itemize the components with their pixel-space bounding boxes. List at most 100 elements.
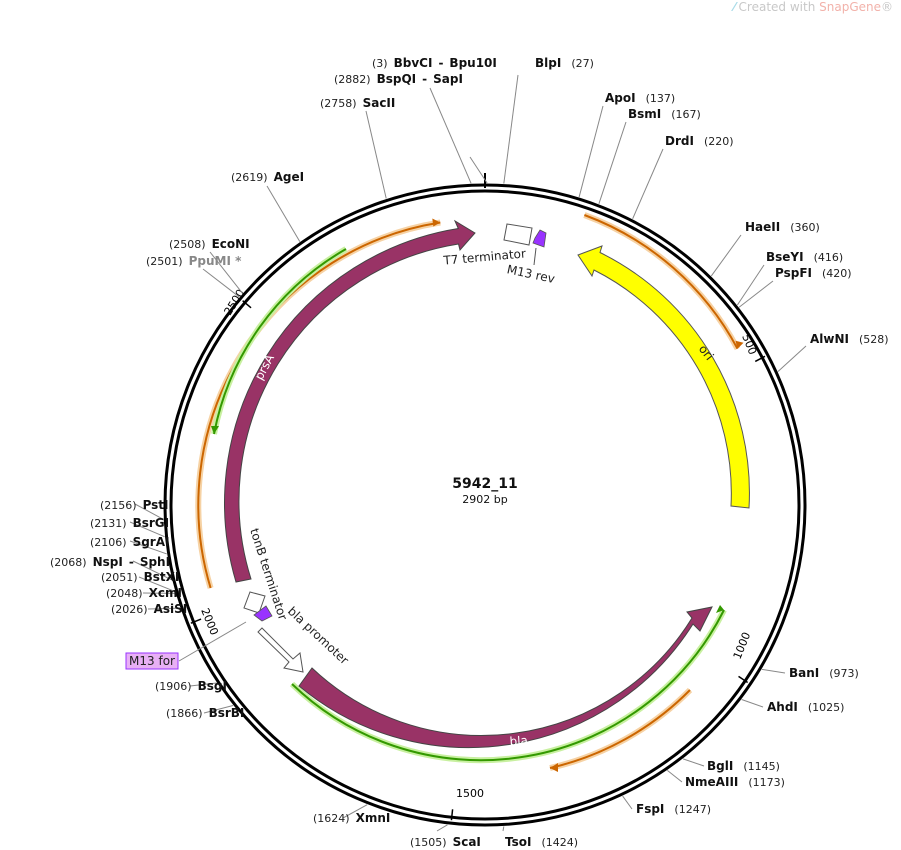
site-label-bgli[interactable]: BglI(1145) <box>707 759 780 773</box>
site-text: (1173) <box>748 776 785 789</box>
site-text: SgrAI <box>133 535 170 549</box>
site-label-bsgi[interactable]: (1906)BsgI <box>155 679 227 693</box>
site-text: BlpI <box>535 56 561 70</box>
site-text: BsrBI <box>209 706 245 720</box>
orf-arc-right-core <box>584 214 739 350</box>
site-text: (420) <box>822 267 852 280</box>
site-text: BanI <box>789 666 819 680</box>
site-leader-bspqi <box>429 87 472 184</box>
feature-m13-for[interactable] <box>253 605 273 622</box>
site-text: (2882) <box>334 73 371 86</box>
site-label-bseyi[interactable]: BseYI(416) <box>766 250 843 264</box>
feature-prsa[interactable] <box>224 219 476 583</box>
site-text: EcoNI <box>212 237 250 251</box>
site-text: (2758) <box>320 97 357 110</box>
site-text: NmeAIII <box>685 775 738 789</box>
site-text: ApoI <box>605 91 636 105</box>
orf-arrow-right <box>735 340 744 349</box>
site-label-agei[interactable]: (2619)AgeI <box>231 170 304 184</box>
orf-arrow-outer-left <box>432 218 441 227</box>
orf-arc-green-bottom-core <box>291 609 725 762</box>
site-leader-nmeaiii <box>667 770 683 783</box>
site-label-ppumi[interactable]: (2501)PpuMI * <box>146 254 242 268</box>
site-text: (2508) <box>169 238 206 251</box>
feature-m13-rev[interactable] <box>532 229 547 248</box>
site-text: (27) <box>571 57 594 70</box>
site-label-haeii[interactable]: HaeII (360) <box>745 220 820 234</box>
site-text: BglI <box>707 759 733 773</box>
site-label-ahdi[interactable]: AhdI(1025) <box>767 700 844 714</box>
site-label-xmni[interactable]: (1624)XmnI <box>313 811 390 825</box>
site-text: (1025) <box>808 701 845 714</box>
feature-label-bla: bla <box>509 733 528 748</box>
feature-ori[interactable] <box>577 245 750 509</box>
site-label-bbvci[interactable]: (3)BbvCI-Bpu10I <box>372 56 497 70</box>
watermark-brand: SnapGene <box>819 0 881 14</box>
site-label-psti[interactable]: (2156)PstI <box>100 498 169 512</box>
site-text: ScaI <box>453 835 481 849</box>
site-text: (1424) <box>541 836 578 849</box>
tick-mark <box>190 618 202 624</box>
site-label-alwni[interactable]: AlwNI(528) <box>810 332 889 346</box>
site-text: (1624) <box>313 812 350 825</box>
site-label-asisi[interactable]: (2026) AsiSI <box>111 602 187 616</box>
site-label-fspi[interactable]: FspI(1247) <box>636 802 711 816</box>
site-text: (2048) <box>106 587 143 600</box>
m13-for-label-box <box>125 652 179 670</box>
site-leader-bsmi <box>598 121 627 204</box>
site-text: (220) <box>704 135 734 148</box>
site-leader-apoi <box>578 105 604 198</box>
site-sep: - <box>438 56 443 70</box>
site-label-blpi[interactable]: BlpI (27) <box>535 56 594 70</box>
site-text: SacII <box>363 96 396 110</box>
tick-label: 2000 <box>198 606 221 637</box>
site-leader-blpi <box>503 74 519 184</box>
site-leader-bbvci <box>469 156 488 184</box>
site-leader-bani <box>761 668 786 674</box>
site-leader-ahdi <box>741 699 764 708</box>
site-leader-bsgi <box>189 682 217 687</box>
tick-mark <box>754 355 766 363</box>
site-text: (167) <box>671 108 701 121</box>
site-text: HaeII <box>745 220 780 234</box>
site-text: SapI <box>433 72 463 86</box>
site-text: BspQI <box>377 72 417 86</box>
site-label-nmeaiii[interactable]: NmeAIII (1173) <box>685 775 785 789</box>
site-sep: - <box>129 555 134 569</box>
site-label-bsmi[interactable]: BsmI(167) <box>628 107 701 121</box>
site-label-scai[interactable]: (1505)ScaI <box>410 835 481 849</box>
feature-label-m13-for: M13 for <box>129 654 175 668</box>
site-label-nspi[interactable]: (2068)NspI-SphI <box>50 555 170 569</box>
site-label-bstxi[interactable]: (2051)BstXI <box>101 570 179 584</box>
orf-arrow-bottom <box>550 763 558 772</box>
site-label-apoi[interactable]: ApoI(137) <box>605 91 675 105</box>
orf-arc-bottom <box>549 687 693 771</box>
feature-t7-terminator[interactable] <box>503 223 533 246</box>
site-label-pspfi[interactable]: PspFI(420) <box>775 266 852 280</box>
site-leader-bgli <box>682 758 705 767</box>
orf-arrow-green-left <box>211 426 219 434</box>
site-text: AsiSI <box>154 602 188 616</box>
site-label-bani[interactable]: BanI(973) <box>789 666 859 680</box>
site-text: (2026) <box>111 603 148 616</box>
tick-mark <box>242 300 252 309</box>
site-text: (1247) <box>674 803 711 816</box>
site-text: NspI <box>93 555 123 569</box>
site-label-bspqi[interactable]: (2882)BspQI-SapI <box>334 72 463 86</box>
site-label-tsoi[interactable]: TsoI(1424) <box>505 835 578 849</box>
site-leader-drdi <box>632 148 664 220</box>
site-label-bsrbi[interactable]: (1866)BsrBI <box>166 706 244 720</box>
site-label-bsrgi[interactable]: (2131)BsrGI <box>90 516 169 530</box>
m13-for-leader <box>178 621 247 662</box>
site-text: (360) <box>790 221 820 234</box>
site-text: (2501) <box>146 255 183 268</box>
site-label-xcmi[interactable]: (2048)XcmI <box>106 586 182 600</box>
feature-bla[interactable] <box>298 606 713 749</box>
feature-bla-promoter[interactable] <box>257 627 304 673</box>
site-label-econi[interactable]: (2508) EcoNI <box>169 237 250 251</box>
site-label-sgrai[interactable]: (2106)SgrAI <box>90 535 169 549</box>
site-label-sacii[interactable]: (2758) SacII <box>320 96 395 110</box>
site-label-drdi[interactable]: DrdI(220) <box>665 134 734 148</box>
site-text: (2131) <box>90 517 127 530</box>
orf-arc-bottom-core <box>549 689 691 769</box>
